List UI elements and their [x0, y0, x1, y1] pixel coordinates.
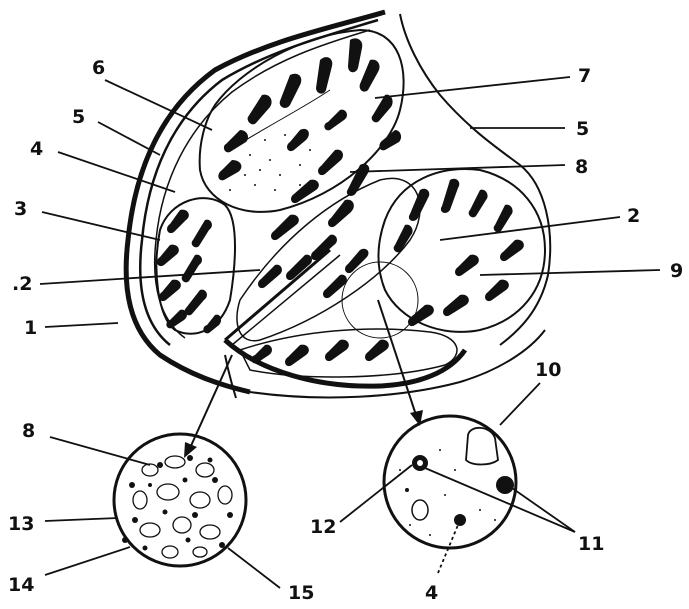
label-9: 9	[670, 260, 683, 282]
label-3: 3	[14, 198, 27, 220]
label-6: 6	[92, 57, 105, 79]
label-4-top: 4	[30, 138, 43, 160]
leader-13	[45, 518, 118, 521]
leader-5-left	[98, 122, 160, 155]
label-8-bottom: 8	[22, 420, 35, 442]
leader-8-top	[350, 165, 565, 172]
left-inset-circle	[114, 434, 246, 566]
label-7: 7	[578, 65, 591, 87]
label-11: 11	[578, 533, 604, 555]
arrow-to-left-inset	[190, 355, 232, 448]
capsule-outline	[126, 12, 550, 397]
label-13: 13	[8, 513, 34, 535]
leader-9	[480, 270, 660, 275]
inset-leader-lines	[45, 383, 575, 588]
label-8-top: 8	[575, 156, 588, 178]
right-inset-circle	[384, 416, 516, 548]
label-2-left: .2	[12, 273, 32, 295]
leader-14	[45, 547, 130, 575]
label-10: 10	[535, 359, 561, 381]
leader-1	[45, 323, 118, 327]
label-4-bottom: 4	[425, 582, 438, 604]
leader-2-right	[440, 217, 620, 240]
leader-12	[340, 465, 412, 522]
label-5-right: 5	[576, 118, 589, 140]
label-15: 15	[288, 582, 314, 604]
leader-10	[500, 383, 540, 425]
label-14: 14	[8, 574, 34, 596]
leader-2-left	[40, 270, 260, 284]
label-12: 12	[310, 516, 336, 538]
label-1: 1	[24, 317, 37, 339]
trabecula	[225, 250, 340, 398]
label-2-right: 2	[627, 205, 640, 227]
label-5-left: 5	[72, 106, 85, 128]
central-lobule	[237, 178, 420, 340]
tubule-shape	[466, 428, 498, 465]
leader-15	[228, 548, 280, 588]
leader-3	[42, 212, 160, 240]
